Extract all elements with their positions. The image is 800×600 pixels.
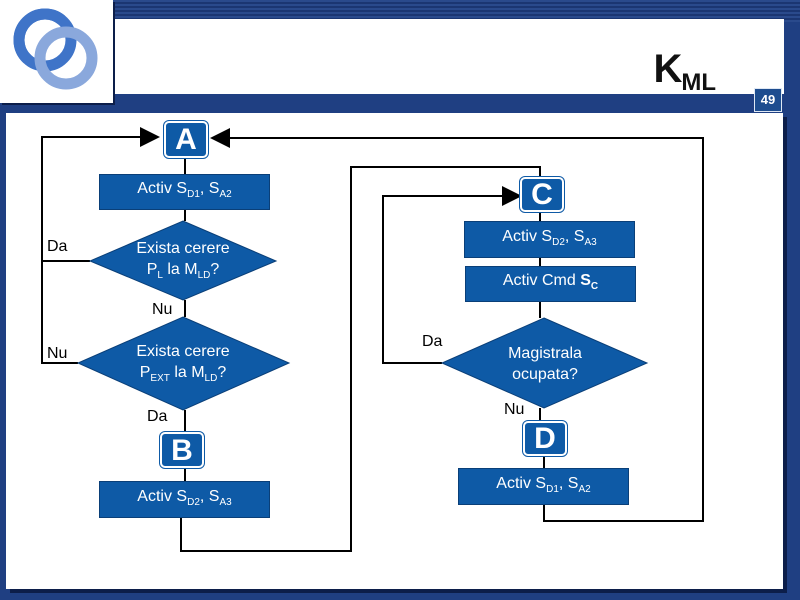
edge-nu-loop	[41, 261, 78, 364]
connector-d: D	[523, 421, 567, 456]
connector-c: C	[520, 177, 564, 212]
slide-title: KML	[653, 47, 716, 96]
process-activ-sd2-sa3-right: Activ SD2, SA3	[464, 221, 635, 258]
label-nu-2: Nu	[47, 345, 68, 362]
edge-return-to-a	[210, 128, 704, 522]
label-nu-1: Nu	[152, 301, 173, 318]
header-panel: KML	[112, 19, 784, 96]
edge-da-loop-c	[382, 186, 522, 364]
label-da-3: Da	[422, 333, 443, 350]
process-activ-sd2-sa3-left: Activ SD2, SA3	[99, 481, 270, 518]
label-nu-3: Nu	[504, 401, 525, 418]
process-activ-sd1-sa2-bottom: Activ SD1, SA2	[458, 468, 629, 505]
connector-b: B	[160, 432, 204, 468]
decision-exista-pext	[76, 316, 291, 411]
logo-icon	[13, 8, 98, 90]
process-activ-sd1-sa2-top: Activ SD1, SA2	[99, 174, 270, 210]
decision-exista-pl	[88, 220, 278, 301]
process-activ-cmd-sc: Activ Cmd SC	[465, 266, 636, 302]
page-number: 49	[754, 88, 782, 112]
label-da-1: Da	[47, 238, 68, 255]
logo-box	[0, 0, 113, 103]
decision-magistrala	[440, 317, 649, 409]
edge-da-loop	[41, 127, 160, 262]
edge-to-c	[180, 166, 541, 552]
connector-a: A	[164, 121, 208, 158]
label-da-2: Da	[147, 408, 168, 425]
